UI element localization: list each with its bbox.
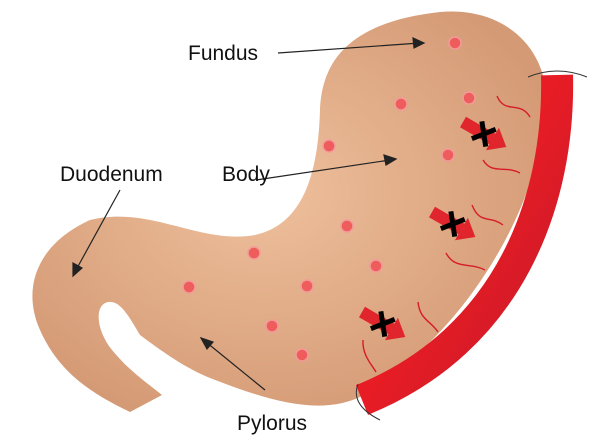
label-duodenum: Duodenum — [60, 163, 163, 186]
label-pylorus: Pylorus — [237, 412, 308, 435]
pylorus-pointer — [205, 341, 266, 391]
blocked-arrow-icon — [460, 116, 507, 151]
blocked-arrow-icon — [429, 206, 476, 241]
label-fundus: Fundus — [188, 42, 259, 65]
arrowhead-icon — [412, 37, 426, 49]
nerve-lines — [362, 95, 531, 373]
vessel-cap-top — [527, 70, 588, 78]
fundus-pointer — [277, 42, 421, 54]
molecule-dot — [182, 280, 196, 294]
duodenum-pointer — [75, 189, 121, 271]
arrowhead-icon — [72, 261, 84, 278]
molecule-dot — [247, 246, 261, 260]
blood-vessel — [355, 74, 574, 415]
molecule-dot — [369, 259, 383, 273]
molecule-dot — [448, 36, 462, 50]
molecule-dot — [265, 319, 279, 333]
blocked-arrow-icon — [359, 306, 406, 341]
arrowhead-icon — [199, 336, 215, 351]
arrowhead-icon — [383, 154, 398, 166]
molecule-dot — [340, 219, 354, 233]
body-pointer — [255, 159, 391, 181]
molecule-dot — [322, 139, 336, 153]
label-body: Body — [222, 163, 270, 186]
molecule-dot — [394, 97, 408, 111]
molecule-dot — [295, 348, 309, 362]
stomach-shape — [32, 11, 547, 412]
pointer-arrows — [72, 37, 426, 391]
blocked-arrows — [359, 116, 507, 341]
vessel-cap-bottom — [355, 383, 381, 421]
molecule-dot — [441, 148, 455, 162]
molecule-dots — [182, 36, 476, 362]
molecule-dot — [462, 91, 476, 105]
molecule-dot — [300, 279, 314, 293]
